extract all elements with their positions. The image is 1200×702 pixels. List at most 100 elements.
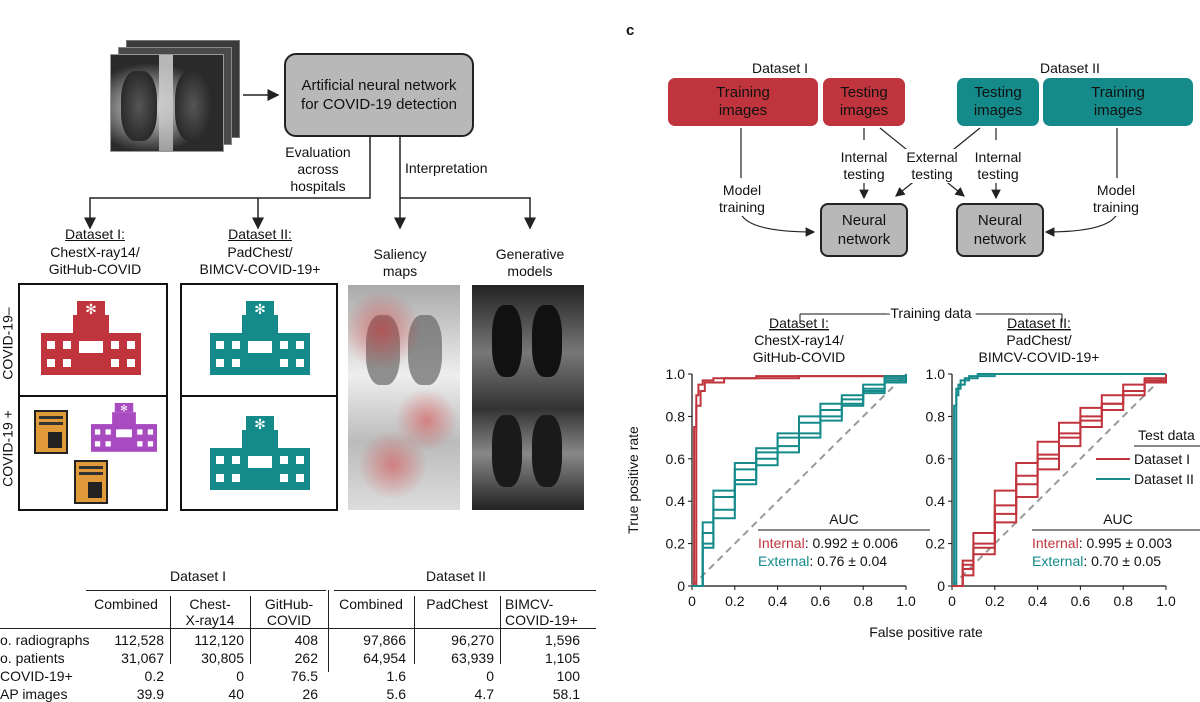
x-tick-label: 1.0	[896, 593, 916, 609]
x-tick-label: 0.4	[768, 593, 788, 609]
x-tick-label: 1.0	[1156, 593, 1176, 609]
y-axis-label: True positive rate	[625, 426, 641, 534]
left-flow-arrows	[84, 89, 536, 230]
y-tick-label: 0	[677, 578, 685, 594]
table-row-label-1: o. patients	[0, 650, 65, 666]
y-tick-label: 0.8	[926, 408, 946, 424]
y-tick-label: 0.4	[926, 493, 946, 509]
y-tick-label: 0.2	[666, 536, 686, 552]
table-cell: 30,805	[201, 650, 244, 666]
y-tick-label: 0.6	[666, 451, 686, 467]
table-cell: 76.5	[290, 668, 318, 684]
y-tick-label: 0.6	[926, 451, 946, 467]
roc-curve	[692, 374, 907, 587]
chart-title-line: Dataset I:	[769, 315, 829, 331]
neural-network-box-2: Neural network	[956, 203, 1044, 257]
generative-model-image	[472, 285, 584, 510]
neural-network-box-1: Neural network	[820, 203, 908, 257]
x-tick-label: 0	[948, 593, 956, 609]
chart-title-line: ChestX-ray14/	[754, 332, 844, 348]
table-cell: 97,866	[363, 632, 406, 648]
table-row-label-3: AP images	[0, 686, 68, 702]
table-cell: 64,954	[363, 650, 406, 666]
roc-curve	[952, 373, 1166, 587]
auc-external-label: External	[758, 553, 809, 569]
table-cell: 96,270	[451, 632, 494, 648]
table-cell: 0	[236, 668, 244, 684]
table-row-label-2: COVID-19+	[0, 668, 73, 684]
table-cell: 100	[556, 668, 580, 684]
internal-testing-label-1: Internal testing	[824, 149, 904, 183]
dataset2-title: Dataset II:	[228, 226, 292, 242]
auc-internal-label: Internal	[758, 535, 805, 551]
dataset1-names: ChestX-ray14/ GitHub-COVID	[48, 244, 142, 277]
model-training-label-2: Model training	[1078, 182, 1154, 216]
table-group-2: Dataset II	[426, 568, 486, 584]
neural-network-label-2: Neural network	[973, 212, 1027, 248]
testing-images-box-2: Testing images	[957, 78, 1039, 126]
y-tick-label: 0.8	[666, 408, 686, 424]
roc-curve	[692, 374, 907, 587]
xray-stack-image	[110, 40, 240, 152]
chart-title-line: PadChest/	[1006, 332, 1071, 348]
table-cell: 408	[294, 632, 318, 648]
chance-diagonal	[691, 373, 907, 587]
saliency-label: Saliency maps	[373, 246, 427, 279]
document-icon-1	[34, 410, 68, 454]
ann-box-label: Artificial neural network for COVID-19 d…	[301, 77, 457, 113]
table-cell: 262	[294, 650, 318, 666]
auc-external: External: 0.70 ± 0.05	[1032, 553, 1161, 569]
table-row-label-0: o. radiographs	[0, 632, 90, 648]
auc-internal-value: : 0.992 ± 0.006	[805, 535, 899, 551]
interpretation-label: Interpretation	[405, 160, 488, 176]
panel-c-label: c	[626, 22, 635, 39]
table-header-2: GitHub- COVID	[264, 596, 314, 628]
hospital-icon-red	[41, 301, 141, 375]
table-header-3: Combined	[339, 596, 403, 612]
table-group-1: Dataset I	[170, 568, 227, 584]
y-tick-label: 1.0	[666, 366, 686, 382]
testing-images-label-2: Testing images	[973, 84, 1023, 119]
table-header-5: BIMCV- COVID-19+	[505, 596, 578, 628]
dataset2-names: PadChest/ BIMCV-COVID-19+	[199, 244, 321, 277]
table-cell: 40	[228, 686, 244, 702]
chance-diagonal	[951, 373, 1167, 587]
table-cell: 112,528	[114, 632, 164, 648]
x-tick-label: 0.2	[725, 593, 745, 609]
table-cell: 58.1	[552, 686, 580, 702]
hospital-icon-purple	[91, 402, 157, 452]
legend-title: Test data	[1138, 427, 1195, 443]
roc-curve	[692, 374, 907, 587]
table-header-1: Chest- X-ray14	[185, 596, 235, 628]
hospital-icon-teal-top	[210, 301, 310, 375]
x-tick-label: 0.8	[853, 593, 873, 609]
neural-network-label-1: Neural network	[837, 212, 891, 248]
auc-title: AUC	[829, 511, 859, 527]
hospital-icon-teal-bottom	[210, 416, 310, 490]
roc-curve	[692, 374, 907, 587]
auc-external-value: : 0.70 ± 0.05	[1083, 553, 1161, 569]
saliency-map-image	[348, 285, 460, 510]
auc-external-value: : 0.76 ± 0.04	[809, 553, 887, 569]
model-training-label-1: Model training	[704, 182, 780, 216]
legend-label: Dataset I	[1134, 451, 1190, 467]
table-cell: 26	[302, 686, 318, 702]
roc-curve	[952, 374, 1167, 587]
x-tick-label: 0.4	[1028, 593, 1048, 609]
x-tick-label: 0	[688, 593, 696, 609]
ann-box: Artificial neural network for COVID-19 d…	[284, 53, 474, 137]
diagram-dataset2-label: Dataset II	[1040, 60, 1100, 76]
x-tick-label: 0.6	[1071, 593, 1091, 609]
internal-testing-label-2: Internal testing	[958, 149, 1038, 183]
y-tick-label: 1.0	[926, 366, 946, 382]
generative-label: Generative models	[495, 246, 565, 279]
diagram-dataset1-label: Dataset I	[752, 60, 809, 76]
auc-internal: Internal: 0.992 ± 0.006	[758, 535, 898, 551]
table-cell: 0	[486, 668, 494, 684]
table-header-0: Combined	[94, 596, 158, 612]
table-cell: 63,939	[451, 650, 494, 666]
supertitle: Training data	[890, 305, 971, 321]
table-cell: 31,067	[121, 650, 164, 666]
evaluation-label: Evaluation across hospitals	[285, 144, 351, 194]
chart-title-line: GitHub-COVID	[753, 349, 846, 365]
